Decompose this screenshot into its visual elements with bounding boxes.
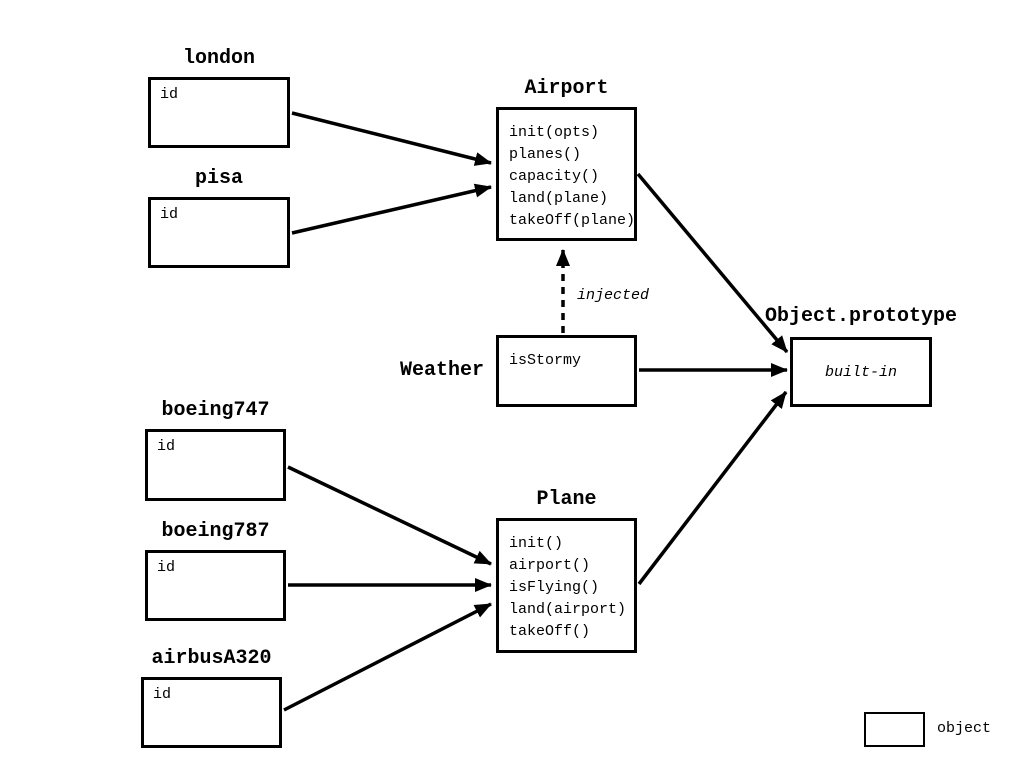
object-prototype-box: built-in xyxy=(790,337,932,407)
airport-method: planes() xyxy=(509,146,582,163)
pisa-title: pisa xyxy=(194,167,243,190)
plane-method: init() xyxy=(509,535,564,552)
plane-method: isFlying() xyxy=(509,579,600,596)
airbusA320-title: airbusA320 xyxy=(151,647,272,670)
arrow-plane-to-object-prototype xyxy=(637,390,788,586)
weather-field-isStormy: isStormy xyxy=(509,352,582,369)
pisa-field-id: id xyxy=(160,206,179,223)
boeing747-box: id xyxy=(145,429,286,501)
plane-method: land(airport) xyxy=(509,601,627,618)
boeing787-field-id: id xyxy=(157,559,176,576)
airbusA320-field-id: id xyxy=(153,686,172,703)
airport-method: takeOff(plane) xyxy=(509,212,636,229)
plane-method-list: init() airport() isFlying() land(airport… xyxy=(499,521,634,643)
arrow-airbusA320-to-plane xyxy=(283,602,492,712)
plane-title: Plane xyxy=(536,488,597,511)
injected-label: injected xyxy=(577,287,650,304)
boeing787-box: id xyxy=(145,550,286,621)
arrow-pisa-to-airport xyxy=(291,183,492,235)
boeing747-field-id: id xyxy=(157,438,176,455)
object-prototype-note: built-in xyxy=(824,363,897,381)
london-title: london xyxy=(182,47,255,70)
airbusA320-box: id xyxy=(141,677,282,748)
object-prototype-title: Object.prototype xyxy=(764,305,958,328)
airport-box: init(opts) planes() capacity() land(plan… xyxy=(496,107,637,241)
plane-box: init() airport() isFlying() land(airport… xyxy=(496,518,637,653)
weather-box: isStormy xyxy=(496,335,637,407)
legend-object-label: object xyxy=(937,720,992,737)
airport-method: capacity() xyxy=(509,168,600,185)
weather-title: Weather xyxy=(399,359,484,382)
london-field-id: id xyxy=(160,86,179,103)
legend-object-box xyxy=(864,712,925,747)
airport-method-list: init(opts) planes() capacity() land(plan… xyxy=(499,110,636,232)
airport-title: Airport xyxy=(524,77,609,100)
arrow-airport-to-object-prototype xyxy=(636,172,789,354)
arrow-boeing747-to-plane xyxy=(287,465,492,566)
boeing747-title: boeing747 xyxy=(161,399,270,422)
boeing787-title: boeing787 xyxy=(161,520,270,543)
pisa-box: id xyxy=(148,197,290,268)
arrow-london-to-airport xyxy=(291,111,492,166)
airport-method: init(opts) xyxy=(509,124,600,141)
london-box: id xyxy=(148,77,290,148)
plane-method: airport() xyxy=(509,557,591,574)
plane-method: takeOff() xyxy=(509,623,591,640)
airport-method: land(plane) xyxy=(509,190,609,207)
